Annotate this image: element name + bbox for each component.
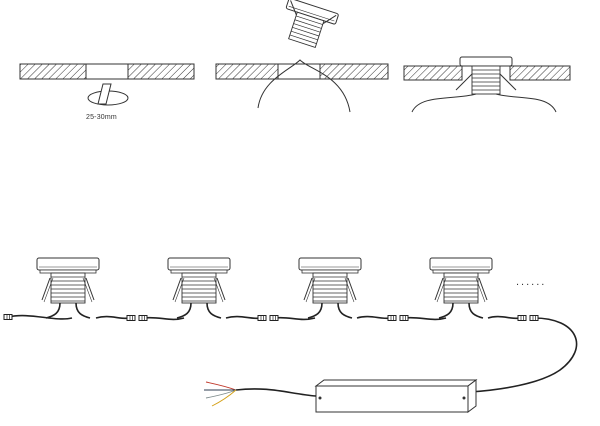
downlight-fixture-2 bbox=[167, 257, 231, 319]
ceiling-board-right bbox=[127, 63, 195, 80]
downlight-fixture-1 bbox=[36, 257, 100, 319]
power-driver bbox=[204, 379, 478, 413]
cable-loop bbox=[257, 59, 351, 113]
step-1-drill-hole bbox=[19, 63, 195, 106]
connector-plug bbox=[517, 315, 527, 321]
downlight-fixture-4 bbox=[429, 257, 493, 319]
input-wires bbox=[204, 381, 237, 407]
ceiling-board-right bbox=[509, 65, 571, 81]
installed-cable bbox=[411, 93, 557, 113]
connector-plug bbox=[126, 315, 136, 321]
connector-plug bbox=[269, 315, 279, 321]
connector-plug bbox=[138, 315, 148, 321]
lights-chain bbox=[3, 257, 578, 393]
ceiling-board-left bbox=[403, 65, 463, 81]
downlight-fixture-3 bbox=[298, 257, 362, 319]
connector-plug bbox=[3, 314, 13, 320]
mains-cable bbox=[235, 388, 317, 397]
cable-run bbox=[7, 314, 73, 320]
hole-diameter-label: 25-30mm bbox=[86, 114, 117, 121]
connector-plug bbox=[529, 315, 539, 321]
driver-box bbox=[315, 385, 469, 413]
installed-body bbox=[471, 65, 501, 95]
cable-run bbox=[487, 315, 523, 320]
continuation-marker: ...... bbox=[516, 276, 547, 288]
installed-cap bbox=[459, 56, 513, 67]
cable-run bbox=[356, 315, 393, 320]
ceiling-hole bbox=[85, 63, 129, 80]
ceiling-board-left bbox=[19, 63, 87, 80]
connector-plug bbox=[387, 315, 397, 321]
step-3-installed bbox=[403, 56, 571, 113]
connector-plug bbox=[257, 315, 267, 321]
tilted-fixture bbox=[285, 0, 339, 48]
hole-cutout-piece bbox=[97, 83, 112, 105]
connector-plug bbox=[399, 315, 409, 321]
step-2-insert-light bbox=[215, 0, 389, 113]
cable-run bbox=[225, 315, 263, 320]
ceiling-board-right bbox=[319, 63, 389, 80]
cable-to-driver bbox=[469, 317, 578, 393]
ceiling-board-left bbox=[215, 63, 279, 80]
cable-run bbox=[95, 315, 132, 320]
